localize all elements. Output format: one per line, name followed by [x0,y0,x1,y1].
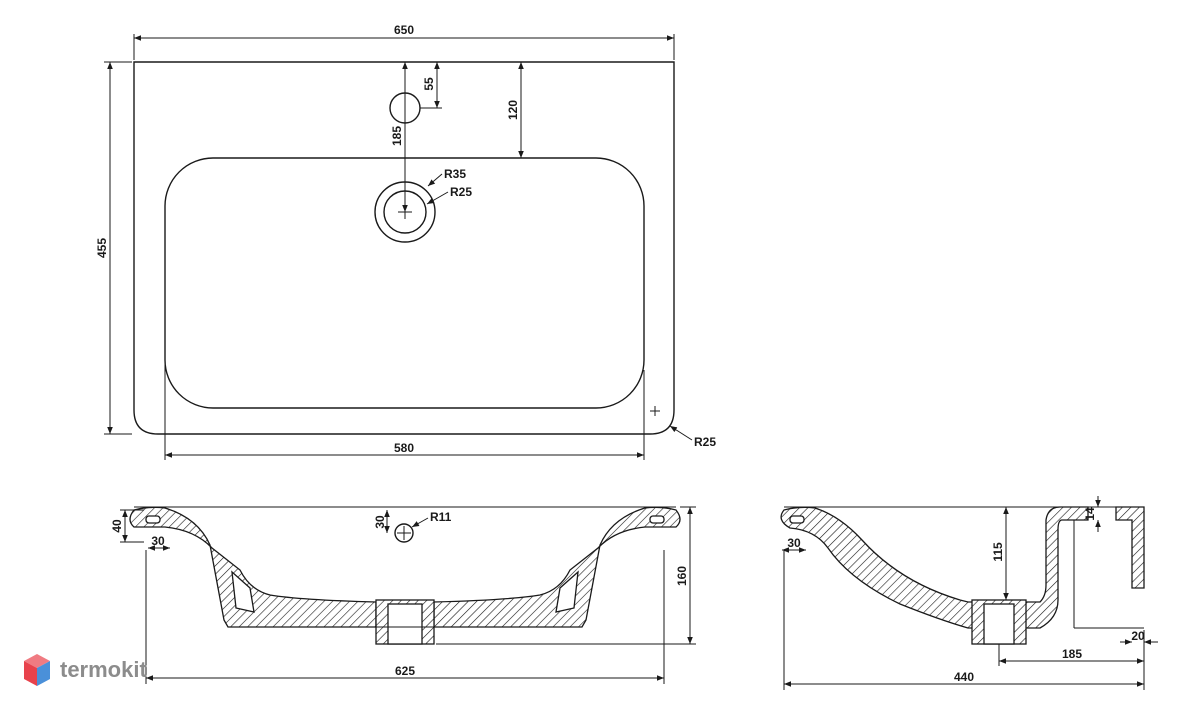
dim-rim-height: 40 [110,519,124,533]
overflow-hole [394,523,414,543]
dim-inner-width: 580 [394,441,414,455]
dim-bottom-width: 625 [395,664,415,678]
dim-depth: 440 [954,670,974,684]
dim-width: 650 [394,23,414,37]
side-view: 30 115 14 20 185 440 [780,496,1158,690]
dim-height: 455 [95,238,109,258]
dim-wall-gap: 20 [1131,629,1145,643]
dim-side-rim-inset: 30 [787,536,801,550]
label-drain-inner-radius: R25 [450,185,472,199]
top-view: 650 455 580 55 120 185 R35 R25 R25 [95,23,716,460]
label-overflow-radius: R11 [430,510,452,524]
dim-wall-top: 14 [1083,507,1097,521]
dim-basin-offset: 120 [506,100,520,120]
side-back-wall [1115,506,1145,589]
dim-side-drain-offset: 185 [1062,647,1082,661]
brand-logo: termokit [22,652,147,688]
side-section [780,506,1089,629]
label-drain-outer-radius: R35 [444,167,466,181]
label-corner-radius: R25 [694,435,716,449]
dim-total-height: 160 [675,566,689,586]
dim-rim-inset: 30 [151,534,165,548]
dim-drain-offset: 185 [390,126,404,146]
front-view: 40 30 30 R11 160 625 [110,506,696,684]
sink-outline [133,61,675,435]
dim-overflow-height: 30 [373,515,387,529]
dim-basin-depth: 115 [991,542,1005,562]
dim-tap-offset: 55 [422,77,436,91]
brand-name: termokit [60,657,147,682]
cube-logo-icon [24,654,50,686]
